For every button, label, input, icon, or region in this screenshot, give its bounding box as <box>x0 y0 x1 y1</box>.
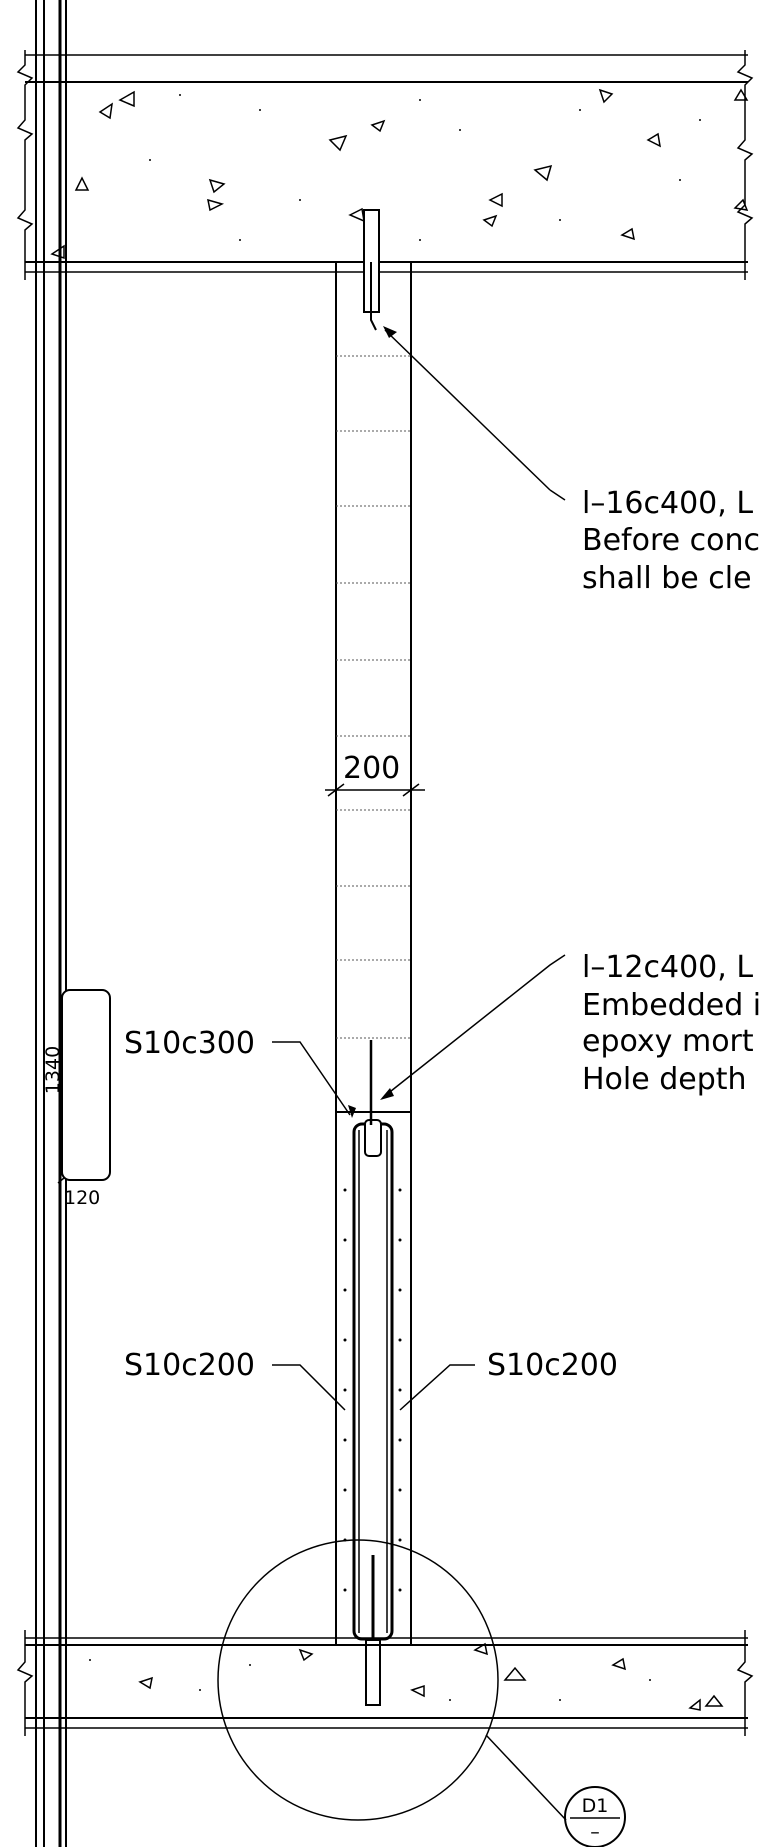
opening-box <box>57 989 111 1184</box>
opening-width-label: 120 <box>64 1187 100 1209</box>
wall-width-dimension <box>325 783 425 797</box>
mid-bar-label-line1: l–12c400, L <box>582 950 753 985</box>
mid-bar-label-line2: Embedded i <box>582 988 761 1023</box>
stirrup-left-label: S10c200 <box>124 1348 255 1383</box>
top-starter-bar <box>363 209 380 331</box>
stirrup-right-label: S10c200 <box>487 1348 618 1383</box>
bottom-slab <box>16 1630 754 1736</box>
detail-tag-bubble <box>564 1786 626 1847</box>
mid-bar-leader <box>380 954 566 1100</box>
detail-tag-label: D1 <box>582 1795 609 1817</box>
left-column-lines <box>35 0 67 1847</box>
wall-width-label: 200 <box>343 751 400 786</box>
top-bar-label-line1: l–16c400, L <box>582 486 753 521</box>
reinforcement-cage <box>343 1040 402 1706</box>
stirrup-right-leader <box>399 1364 475 1411</box>
stirrup-top-leader <box>272 1041 351 1116</box>
mid-bar-label-line4: Hole depth <box>582 1062 747 1097</box>
top-bar-label-line2: Before conc <box>582 523 760 558</box>
vertical-dimension-label: 1340 <box>42 1046 64 1094</box>
top-bar-label-line3: shall be cle <box>582 561 752 596</box>
detail-callout <box>217 1539 626 1847</box>
detail-sub-label: – <box>590 1821 600 1843</box>
stirrup-top-label: S10c300 <box>124 1026 255 1061</box>
mid-bar-label-line3: epoxy mort <box>582 1024 754 1059</box>
top-slab <box>16 50 754 280</box>
wall <box>335 262 412 1645</box>
top-bar-leader <box>383 326 566 501</box>
stirrup-left-leader <box>272 1364 346 1411</box>
